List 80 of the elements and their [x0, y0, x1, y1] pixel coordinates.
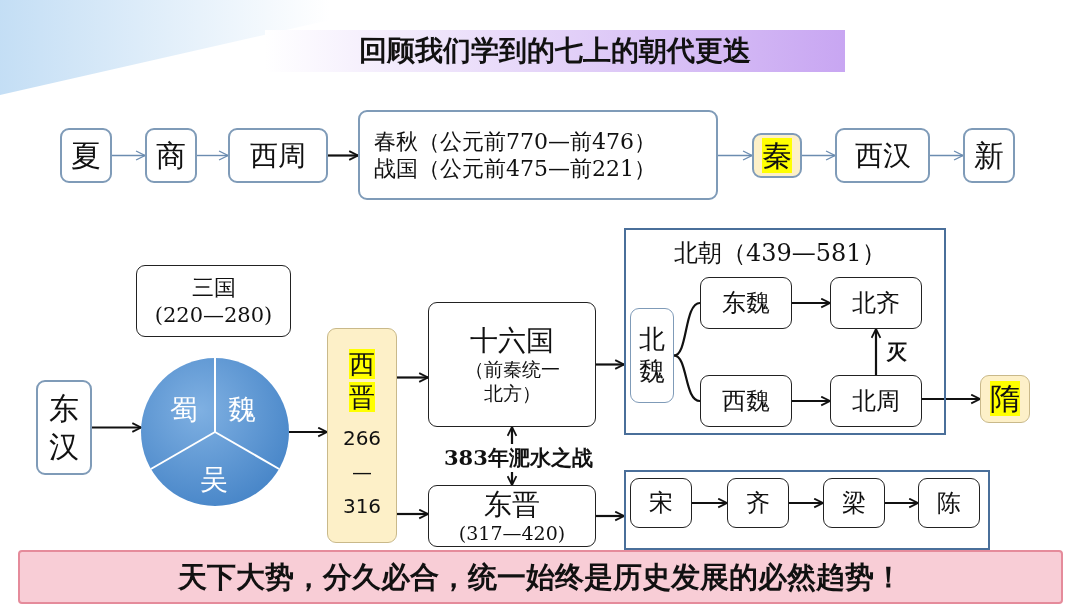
- arrow: [596, 359, 625, 370]
- dynasty-name: 北周: [851, 385, 900, 416]
- dynasty-box: [726, 477, 789, 528]
- dynasty-name: 三国: [191, 274, 236, 302]
- arrow: [929, 150, 964, 161]
- dynasty-name: 梁: [841, 487, 866, 518]
- dynasty-name: 秦: [762, 136, 792, 175]
- dynasty-name: 春秋（公元前770—前476）: [374, 127, 656, 155]
- arrow: [111, 150, 146, 161]
- dynasty-box: [327, 328, 397, 543]
- dynasty-name: 东魏: [721, 287, 770, 318]
- dynasty-box: [752, 133, 802, 178]
- slice-label: 蜀: [170, 395, 198, 425]
- arrow: [397, 372, 429, 383]
- dynasty-box: [145, 128, 197, 183]
- dynasty-box: [228, 128, 328, 183]
- arrow: [789, 497, 824, 509]
- date-range: 266—316: [342, 425, 382, 520]
- arrow: [792, 395, 831, 407]
- dynasty-name: 新: [974, 136, 1004, 175]
- banner: [18, 550, 1063, 604]
- dynasty-box: [699, 374, 792, 427]
- dynasty-name: 商: [156, 136, 186, 175]
- title: 回顾我们学到的七上的朝代更迭: [265, 30, 845, 72]
- dynasty-box: [629, 307, 674, 403]
- arrow: [397, 508, 429, 520]
- brace-line: [673, 301, 701, 357]
- arrow: [328, 150, 359, 161]
- dynasty-box: [917, 477, 980, 528]
- dynasty-name: 东汉: [48, 390, 80, 465]
- brace-line: [673, 354, 701, 403]
- group-heading: 北朝（439—581）: [674, 238, 886, 268]
- arrow: [870, 328, 882, 375]
- slice-label: 吴: [200, 465, 228, 495]
- dynasty-name: 西汉: [854, 138, 911, 173]
- dynasty-box: [835, 128, 930, 183]
- dynasty-name: 西魏: [721, 385, 770, 416]
- dynasty-box: [822, 477, 885, 528]
- dynasty-name: 西周: [250, 138, 306, 173]
- group-frame: [624, 228, 946, 435]
- dynasty-box: [136, 265, 291, 337]
- arrow: [692, 497, 728, 509]
- date-range: （前秦统一北方）: [463, 358, 561, 406]
- dynasty-name: 宋: [648, 487, 673, 518]
- dynasty-box: [980, 375, 1030, 423]
- arrow: [289, 426, 328, 438]
- arrow: [196, 150, 229, 161]
- banner-text: 天下大势，分久必合，统一始终是历史发展的必然趋势！: [178, 558, 903, 596]
- group-frame: [624, 470, 990, 550]
- arrow: [801, 150, 836, 161]
- dynasty-name: 北齐: [851, 287, 900, 318]
- edge-label: 383年淝水之战: [442, 444, 595, 472]
- dynasty-name: 陈: [936, 487, 961, 518]
- dynasty-box: [358, 110, 718, 200]
- dynasty-box: [829, 276, 922, 329]
- dynasty-box: [963, 128, 1015, 183]
- dynasty-name: 北魏: [637, 322, 666, 388]
- date-range: (317—420): [458, 521, 566, 546]
- dynasty-name: 十六国: [470, 323, 554, 359]
- arrow: [922, 393, 981, 405]
- arrow: [885, 497, 919, 509]
- dynasty-box: [629, 477, 692, 528]
- arrow: [92, 422, 142, 433]
- arrow: [792, 297, 831, 309]
- arrow: [717, 150, 753, 161]
- dynasty-name: 西晋: [348, 348, 376, 413]
- dynasty-box: [699, 276, 792, 329]
- date-range: (220—280): [154, 301, 273, 328]
- dynasty-box: [428, 485, 596, 547]
- dynasty-box: [428, 302, 596, 427]
- slice-label: 魏: [228, 395, 256, 425]
- dynasty-name: 齐: [745, 487, 770, 518]
- date-range: 战国（公元前475—前221）: [374, 155, 656, 183]
- dynasty-name: 隋: [990, 380, 1020, 418]
- dynasty-name: 夏: [71, 136, 101, 175]
- arrow: [596, 510, 625, 522]
- dynasty-box: [829, 374, 922, 427]
- dynasty-box: [36, 380, 92, 475]
- dynasty-box: [60, 128, 112, 183]
- dynasty-name: 东晋: [484, 486, 540, 522]
